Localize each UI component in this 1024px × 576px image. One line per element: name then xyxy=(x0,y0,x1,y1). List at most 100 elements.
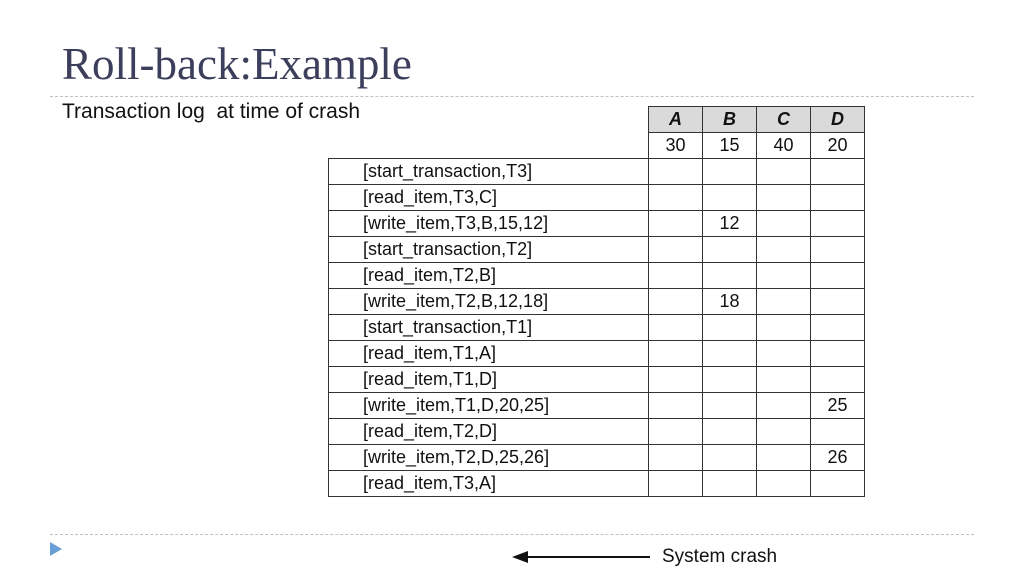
column-header-d: D xyxy=(810,106,865,133)
blank-cell xyxy=(329,107,649,133)
log-value-c xyxy=(756,340,811,367)
triangle-bullet-icon xyxy=(50,542,62,556)
log-value-a xyxy=(648,184,703,211)
log-operation: [write_item,T1,D,20,25] xyxy=(328,392,649,419)
log-value-c xyxy=(756,262,811,289)
blank-cell xyxy=(329,133,649,159)
log-value-a xyxy=(648,236,703,263)
log-operation: [write_item,T2,B,12,18] xyxy=(328,288,649,315)
log-value-c xyxy=(756,314,811,341)
log-value-c xyxy=(756,158,811,185)
log-row: [start_transaction,T3] xyxy=(328,158,865,185)
log-operation: [start_transaction,T3] xyxy=(328,158,649,185)
log-row: [read_item,T2,D] xyxy=(328,418,865,445)
log-value-d xyxy=(810,288,865,315)
log-row: [read_item,T1,A] xyxy=(328,340,865,367)
log-value-b xyxy=(702,418,757,445)
system-crash-label: System crash xyxy=(662,546,778,567)
log-value-d xyxy=(810,470,865,497)
log-value-b xyxy=(702,470,757,497)
log-operation: [start_transaction,T2] xyxy=(328,236,649,263)
log-value-c xyxy=(756,444,811,471)
log-value-a xyxy=(648,392,703,419)
log-row: [write_item,T3,B,15,12] 12 xyxy=(328,210,865,237)
log-value-d xyxy=(810,184,865,211)
log-operation: [read_item,T1,D] xyxy=(328,366,649,393)
system-crash-marker: System crash xyxy=(512,546,777,568)
log-value-d xyxy=(810,314,865,341)
log-value-a xyxy=(648,470,703,497)
log-value-a xyxy=(648,262,703,289)
log-value-c xyxy=(756,470,811,497)
log-value-c xyxy=(756,392,811,419)
left-arrow-icon xyxy=(512,549,650,565)
log-operation: [read_item,T2,B] xyxy=(328,262,649,289)
log-value-d: 26 xyxy=(810,444,865,471)
log-value-a xyxy=(648,210,703,237)
log-operation: [read_item,T2,D] xyxy=(328,418,649,445)
log-row: [read_item,T2,B] xyxy=(328,262,865,289)
log-row: [write_item,T2,B,12,18] 18 xyxy=(328,288,865,315)
log-value-a xyxy=(648,288,703,315)
initial-value-c: 40 xyxy=(756,132,811,159)
log-row: [start_transaction,T1] xyxy=(328,314,865,341)
log-operation: [write_item,T2,D,25,26] xyxy=(328,444,649,471)
log-value-b xyxy=(702,158,757,185)
log-row: [read_item,T1,D] xyxy=(328,366,865,393)
initial-value-a: 30 xyxy=(648,132,703,159)
log-value-b xyxy=(702,444,757,471)
log-value-b: 12 xyxy=(702,210,757,237)
log-value-d xyxy=(810,340,865,367)
log-value-b xyxy=(702,262,757,289)
log-value-d: 25 xyxy=(810,392,865,419)
log-row: [read_item,T3,C] xyxy=(328,184,865,211)
log-value-b xyxy=(702,392,757,419)
log-value-d xyxy=(810,366,865,393)
log-value-a xyxy=(648,444,703,471)
log-value-d xyxy=(810,418,865,445)
initial-value-d: 20 xyxy=(810,132,865,159)
log-row: [start_transaction,T2] xyxy=(328,236,865,263)
log-value-a xyxy=(648,340,703,367)
log-value-a xyxy=(648,366,703,393)
log-value-a xyxy=(648,418,703,445)
log-row: [write_item,T2,D,25,26] 26 xyxy=(328,444,865,471)
initial-value-b: 15 xyxy=(702,132,757,159)
log-value-c xyxy=(756,184,811,211)
log-value-b xyxy=(702,314,757,341)
log-value-d xyxy=(810,236,865,263)
log-value-c xyxy=(756,288,811,315)
log-operation: [read_item,T3,A] xyxy=(328,470,649,497)
log-operation: [read_item,T3,C] xyxy=(328,184,649,211)
log-row: [read_item,T3,A] xyxy=(328,470,865,497)
log-value-a xyxy=(648,158,703,185)
column-header-b: B xyxy=(702,106,757,133)
log-value-c xyxy=(756,210,811,237)
log-value-c xyxy=(756,418,811,445)
log-value-b xyxy=(702,236,757,263)
slide-subtitle: Transaction log at time of crash xyxy=(62,100,361,123)
slide-title: Roll-back:Example xyxy=(62,39,412,89)
log-operation: [write_item,T3,B,15,12] xyxy=(328,210,649,237)
log-value-b: 18 xyxy=(702,288,757,315)
bottom-divider xyxy=(50,534,974,535)
log-value-b xyxy=(702,340,757,367)
log-value-b xyxy=(702,184,757,211)
column-header-c: C xyxy=(756,106,811,133)
log-value-d xyxy=(810,262,865,289)
log-value-d xyxy=(810,158,865,185)
log-value-c xyxy=(756,366,811,393)
log-value-d xyxy=(810,210,865,237)
log-value-b xyxy=(702,366,757,393)
log-operation: [read_item,T1,A] xyxy=(328,340,649,367)
log-value-c xyxy=(756,236,811,263)
log-value-a xyxy=(648,314,703,341)
log-operation: [start_transaction,T1] xyxy=(328,314,649,341)
top-divider xyxy=(50,96,974,97)
column-header-a: A xyxy=(648,106,703,133)
log-row: [write_item,T1,D,20,25] 25 xyxy=(328,392,865,419)
